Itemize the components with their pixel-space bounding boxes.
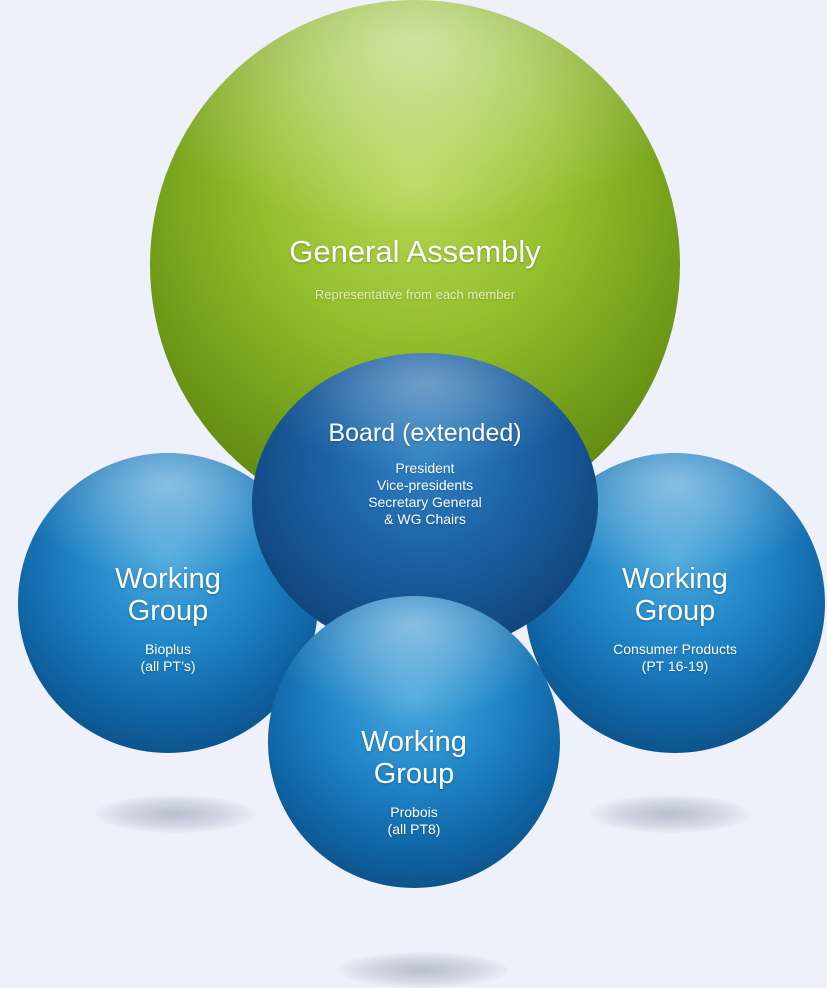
working-group-description: Consumer Products (PT 16-19)	[525, 641, 825, 675]
board-member-president: President	[395, 460, 455, 476]
working-group-title-line2: Group	[373, 758, 455, 790]
board-title: Board (extended)	[328, 419, 522, 447]
board-member-wg-chairs: & WG Chairs	[384, 511, 466, 527]
working-group-description: Bioplus (all PT’s)	[18, 641, 318, 675]
working-group-desc-line2: (all PT’s)	[140, 658, 196, 674]
working-group-title-line2: Group	[634, 595, 716, 627]
working-group-desc-line2: (all PT8)	[387, 821, 441, 837]
working-group-desc-line2: (PT 16-19)	[641, 658, 709, 674]
working-group-desc-line1: Probois	[390, 804, 438, 820]
working-group-title: Working Group	[268, 726, 560, 790]
working-group-desc-line1: Bioplus	[145, 641, 191, 657]
general-assembly-subtitle: Representative from each member	[314, 287, 516, 302]
working-group-title-line1: Working	[622, 563, 728, 595]
board-member-vice-presidents: Vice-presidents	[376, 477, 474, 493]
shadow-right	[590, 795, 750, 833]
working-group-probois-circle: Working Group Probois (all PT8)	[268, 596, 560, 888]
general-assembly-title: General Assembly	[289, 234, 541, 269]
working-group-title-line2: Group	[127, 595, 209, 627]
working-group-title: Working Group	[525, 563, 825, 627]
working-group-title: Working Group	[18, 563, 318, 627]
board-circle: Board (extended) President Vice-presiden…	[252, 353, 598, 653]
working-group-description: Probois (all PT8)	[268, 804, 560, 838]
board-member-secretary-general: Secretary General	[368, 494, 482, 510]
working-group-title-line1: Working	[115, 563, 221, 595]
working-group-desc-line1: Consumer Products	[613, 641, 737, 657]
working-group-title-line1: Working	[361, 726, 467, 758]
board-members: President Vice-presidents Secretary Gene…	[252, 460, 598, 528]
shadow-bottom	[338, 952, 508, 988]
shadow-left	[95, 795, 255, 833]
